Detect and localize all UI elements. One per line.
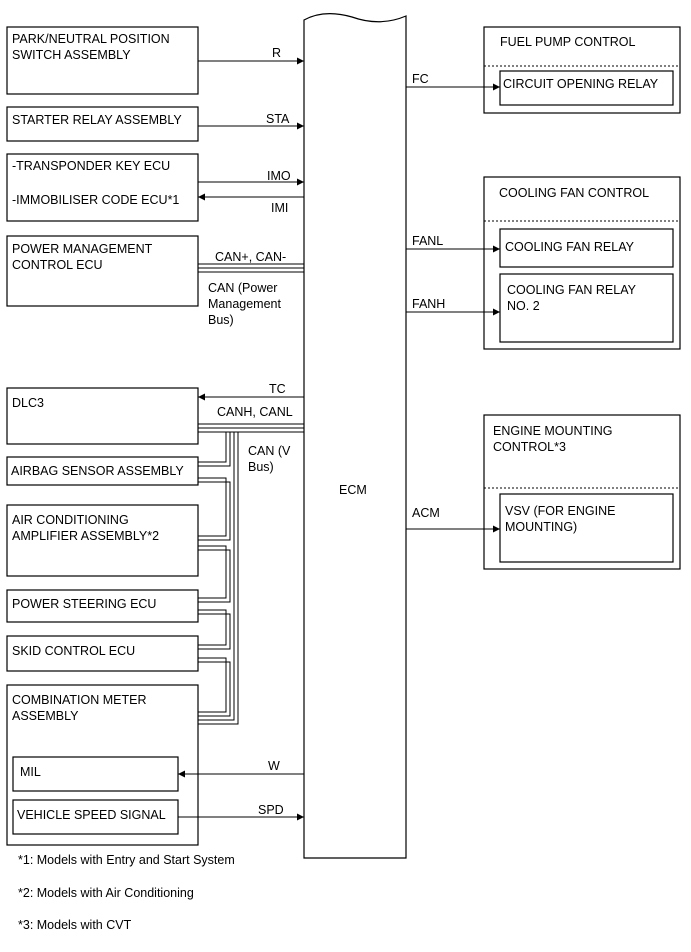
combination-meter-label-2: ASSEMBLY xyxy=(12,709,79,723)
park-neutral-switch-block: PARK/NEUTRAL POSITION SWITCH ASSEMBLY xyxy=(6,26,199,95)
vsv-label-1: VSV (FOR ENGINE xyxy=(505,504,615,518)
power-management-label-2: CONTROL ECU xyxy=(12,258,103,272)
can-v-bus-label-1: CAN (V xyxy=(248,444,291,458)
circuit-opening-relay-label: CIRCUIT OPENING RELAY xyxy=(503,77,659,91)
immobiliser-code-ecu-label: -IMMOBILISER CODE ECU*1 xyxy=(12,193,179,207)
footnote-3: *3: Models with CVT xyxy=(18,918,132,932)
power-management-ecu-block: POWER MANAGEMENT CONTROL ECU xyxy=(6,235,199,307)
engine-mounting-control-label-2: CONTROL*3 xyxy=(493,440,566,454)
ecm-label: ECM xyxy=(339,483,367,497)
starter-relay-label: STARTER RELAY ASSEMBLY xyxy=(12,113,182,127)
engine-mounting-control-label-1: ENGINE MOUNTING xyxy=(493,424,612,438)
signal-sta: STA xyxy=(198,112,304,130)
can-v-bus-wiring: CANH, CANL CAN (V Bus) xyxy=(198,405,304,725)
dlc3-label: DLC3 xyxy=(12,396,44,410)
power-management-label-1: POWER MANAGEMENT xyxy=(12,242,153,256)
park-neutral-switch-label-2: SWITCH ASSEMBLY xyxy=(12,48,131,62)
signal-can-power-management: CAN+, CAN- CAN (Power Management Bus) xyxy=(198,250,304,327)
park-neutral-switch-label-1: PARK/NEUTRAL POSITION xyxy=(12,32,170,46)
engine-mounting-control-block: ENGINE MOUNTING CONTROL*3 VSV (FOR ENGIN… xyxy=(483,414,681,570)
signal-acm: ACM xyxy=(406,506,500,533)
cooling-fan-relay-no2-box xyxy=(499,273,674,343)
cooling-fan-relay-no2-label-1: COOLING FAN RELAY xyxy=(507,283,637,297)
vsv-box xyxy=(499,493,674,563)
signal-spd-label: SPD xyxy=(258,803,284,817)
airbag-sensor-label: AIRBAG SENSOR ASSEMBLY xyxy=(11,464,184,478)
signal-r: R xyxy=(198,46,304,65)
signal-imi-label: IMI xyxy=(271,201,288,215)
footnotes: *1: Models with Entry and Start System *… xyxy=(18,853,235,932)
vehicle-speed-signal-box xyxy=(12,799,179,835)
dlc3-block: DLC3 xyxy=(6,387,199,445)
skid-control-ecu-block: SKID CONTROL ECU xyxy=(6,635,199,672)
can-pm-bus-label-2: Management xyxy=(208,297,281,311)
airbag-sensor-block: AIRBAG SENSOR ASSEMBLY xyxy=(6,456,199,486)
signal-canh-canl-label: CANH, CANL xyxy=(217,405,293,419)
vehicle-speed-signal-label: VEHICLE SPEED SIGNAL xyxy=(17,808,166,822)
air-conditioning-amplifier-block: AIR CONDITIONING AMPLIFIER ASSEMBLY*2 xyxy=(6,504,199,577)
power-steering-ecu-block: POWER STEERING ECU xyxy=(6,589,199,623)
power-steering-label: POWER STEERING ECU xyxy=(12,597,156,611)
signal-tc-label: TC xyxy=(269,382,286,396)
footnote-2: *2: Models with Air Conditioning xyxy=(18,886,194,900)
can-pm-bus-label-3: Bus) xyxy=(208,313,234,327)
circuit-opening-relay-box xyxy=(499,70,674,106)
signal-imo-label: IMO xyxy=(267,169,291,183)
transponder-key-ecu-label: -TRANSPONDER KEY ECU xyxy=(12,159,170,173)
cooling-fan-control-label: COOLING FAN CONTROL xyxy=(499,186,649,200)
ecm-block: ECM xyxy=(303,13,407,859)
signal-tc: TC xyxy=(198,382,304,401)
cooling-fan-relay-box xyxy=(499,228,674,268)
signal-acm-label: ACM xyxy=(412,506,440,520)
signal-imi: IMI xyxy=(198,193,304,215)
fuel-pump-control-block: FUEL PUMP CONTROL CIRCUIT OPENING RELAY xyxy=(483,26,681,114)
signal-fc-label: FC xyxy=(412,72,429,86)
fuel-pump-control-label: FUEL PUMP CONTROL xyxy=(500,35,635,49)
vsv-label-2: MOUNTING) xyxy=(505,520,577,534)
signal-imo: IMO xyxy=(198,169,304,186)
starter-relay-block: STARTER RELAY ASSEMBLY xyxy=(6,106,199,142)
can-pm-bus-label-1: CAN (Power xyxy=(208,281,277,295)
mil-label: MIL xyxy=(20,765,41,779)
combination-meter-block: COMBINATION METER ASSEMBLY MIL VEHICLE S… xyxy=(6,684,199,846)
footnote-1: *1: Models with Entry and Start System xyxy=(18,853,235,867)
signal-can-pm-label: CAN+, CAN- xyxy=(215,250,286,264)
air-conditioning-label-2: AMPLIFIER ASSEMBLY*2 xyxy=(12,529,159,543)
signal-spd: SPD xyxy=(178,803,304,821)
skid-control-label: SKID CONTROL ECU xyxy=(12,644,135,658)
cooling-fan-relay-label: COOLING FAN RELAY xyxy=(505,240,635,254)
signal-fanl-label: FANL xyxy=(412,234,443,248)
signal-fanh-label: FANH xyxy=(412,297,445,311)
signal-w: W xyxy=(178,759,304,778)
combination-meter-label-1: COMBINATION METER xyxy=(12,693,147,707)
can-v-bus-label-2: Bus) xyxy=(248,460,274,474)
signal-w-label: W xyxy=(268,759,280,773)
cooling-fan-control-block: COOLING FAN CONTROL COOLING FAN RELAY CO… xyxy=(483,176,681,350)
transponder-immobiliser-block: -TRANSPONDER KEY ECU -IMMOBILISER CODE E… xyxy=(6,153,199,222)
signal-sta-label: STA xyxy=(266,112,290,126)
signal-r-label: R xyxy=(272,46,281,60)
signal-fanh: FANH xyxy=(406,297,500,316)
air-conditioning-label-1: AIR CONDITIONING xyxy=(12,513,129,527)
cooling-fan-relay-no2-label-2: NO. 2 xyxy=(507,299,540,313)
signal-fanl: FANL xyxy=(406,234,500,253)
signal-fc: FC xyxy=(406,72,500,91)
